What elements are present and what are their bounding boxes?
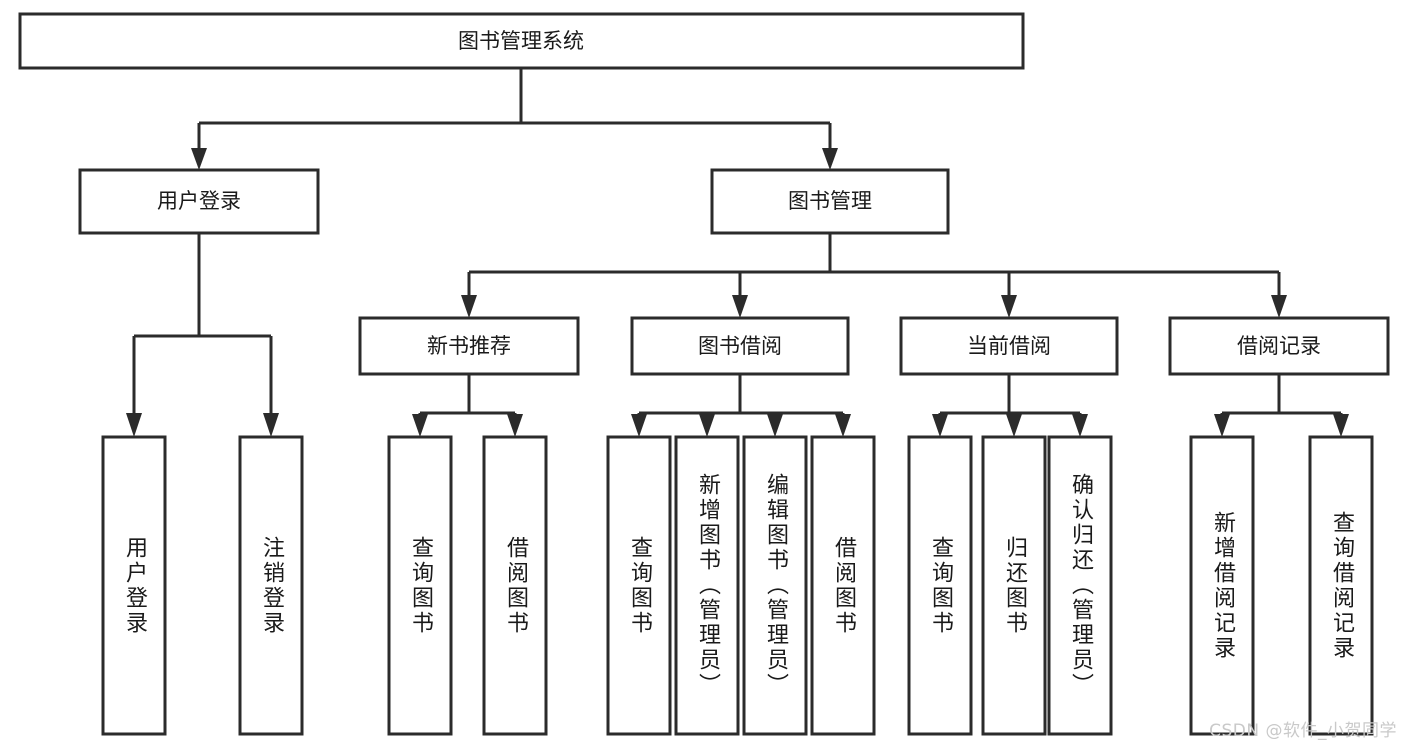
- arrow-leaf-borrow-book-rec: [507, 414, 523, 437]
- node-book-manage-label: 图书管理: [788, 189, 872, 213]
- arrow-borrow-record: [1271, 295, 1287, 318]
- node-leaf-logout-box[interactable]: [238, 435, 304, 736]
- node-leaf-query-book-rec-box[interactable]: [387, 435, 453, 736]
- arrow-leaf-edit-book: [767, 414, 783, 437]
- node-user-login[interactable]: 用户登录: [78, 168, 320, 235]
- node-user-login-label: 用户登录: [157, 189, 241, 213]
- node-user-login-box[interactable]: [78, 168, 320, 235]
- node-leaf-query-book-borrow-box[interactable]: [606, 435, 672, 736]
- node-root-label: 图书管理系统: [458, 29, 584, 53]
- node-current-borrow-box[interactable]: [899, 316, 1119, 376]
- arrow-book-borrow: [732, 295, 748, 318]
- arrow-leaf-borrow-book: [835, 414, 851, 437]
- arrow-user-login: [191, 148, 207, 170]
- node-layer: 图书管理系统 用户登录 图书管理 新书推荐 图书借阅 当前: [18, 12, 1390, 736]
- arrow-leaf-user-login: [126, 413, 142, 437]
- arrow-leaf-add-record: [1214, 414, 1230, 437]
- arrow-current-borrow: [1001, 295, 1017, 318]
- arrow-leaf-query-book-rec: [412, 414, 428, 437]
- node-borrow-record[interactable]: 借阅记录: [1168, 316, 1390, 376]
- node-leaf-add-record-box[interactable]: [1189, 435, 1255, 736]
- arrow-new-book-recommend: [461, 295, 477, 318]
- arrow-leaf-logout: [263, 413, 279, 437]
- node-book-borrow-label: 图书借阅: [698, 334, 782, 358]
- csdn-watermark: CSDN @软件_小贺同学: [1209, 721, 1397, 741]
- node-borrow-record-box[interactable]: [1168, 316, 1390, 376]
- node-leaf-query-book-cur-box[interactable]: [907, 435, 973, 736]
- node-book-manage-box[interactable]: [710, 168, 950, 235]
- arrow-book-manage: [822, 148, 838, 170]
- arrow-leaf-query-record: [1333, 414, 1349, 437]
- node-current-borrow-label: 当前借阅: [967, 334, 1051, 358]
- arrow-leaf-confirm-return: [1072, 414, 1088, 437]
- node-book-manage[interactable]: 图书管理: [710, 168, 950, 235]
- node-new-book-recommend[interactable]: 新书推荐: [358, 316, 580, 376]
- node-leaf-edit-book-box[interactable]: [742, 435, 808, 736]
- node-current-borrow[interactable]: 当前借阅: [899, 316, 1119, 376]
- node-book-borrow-box[interactable]: [630, 316, 850, 376]
- connector-layer: [126, 68, 1349, 437]
- node-leaf-add-book-box[interactable]: [674, 435, 740, 736]
- node-new-book-recommend-label: 新书推荐: [427, 334, 511, 358]
- node-book-borrow[interactable]: 图书借阅: [630, 316, 850, 376]
- node-leaf-borrow-book-box[interactable]: [810, 435, 876, 736]
- node-leaf-return-book-box[interactable]: [981, 435, 1047, 736]
- node-leaf-borrow-book-rec-box[interactable]: [482, 435, 548, 736]
- arrow-leaf-query-book-cur: [932, 414, 948, 437]
- node-leaf-confirm-return-box[interactable]: [1047, 435, 1113, 736]
- node-root-box[interactable]: [18, 12, 1025, 70]
- node-root[interactable]: 图书管理系统: [18, 12, 1025, 70]
- node-leaf-query-record-box[interactable]: [1308, 435, 1374, 736]
- arrow-leaf-return-book: [1006, 414, 1022, 437]
- node-borrow-record-label: 借阅记录: [1237, 334, 1321, 358]
- node-new-book-recommend-box[interactable]: [358, 316, 580, 376]
- arrow-leaf-add-book: [699, 414, 715, 437]
- arrow-leaf-query-book-borrow: [631, 414, 647, 437]
- node-leaf-user-login-box[interactable]: [101, 435, 167, 736]
